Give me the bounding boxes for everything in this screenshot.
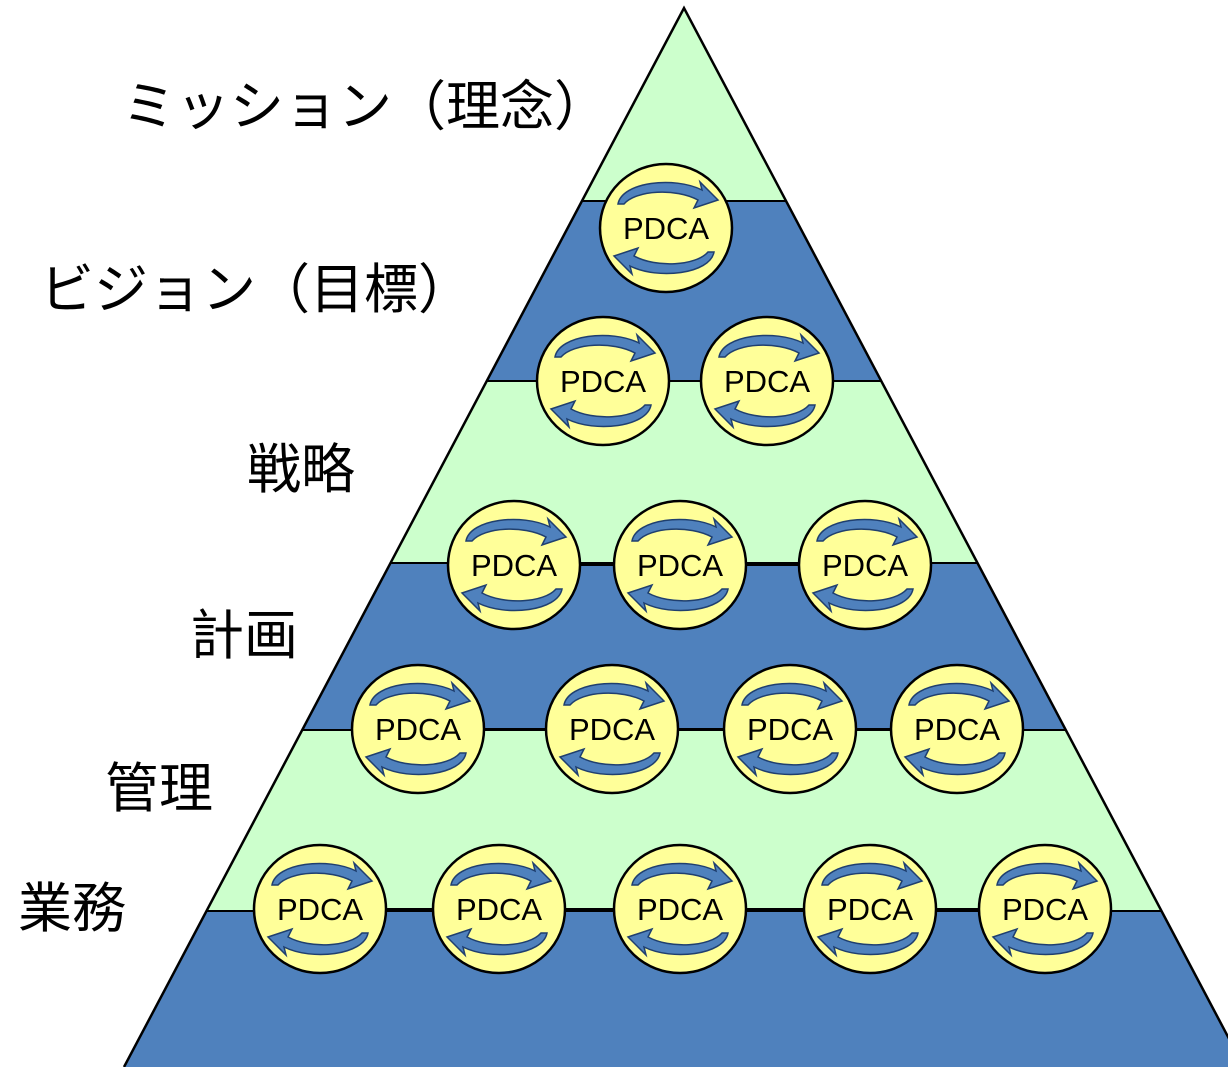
pdca-node-label: PDCA [471,548,557,583]
pdca-node-label: PDCA [747,712,833,747]
pdca-node-label: PDCA [560,364,646,399]
pdca-node: PDCA [252,843,388,975]
level-label-strategy: 戦略 [247,438,355,501]
pdca-node-label: PDCA [1002,892,1088,927]
pdca-node: PDCA [544,663,680,795]
cycle-arrows-icon [811,516,919,614]
pdca-node: PDCA [722,663,858,795]
pdca-node: PDCA [446,499,582,631]
band-operations [124,911,1228,1067]
level-label-plan: 計画 [190,604,298,667]
level-label-vision: ビジョン（目標） [40,258,472,321]
pdca-node: PDCA [535,315,671,447]
cycle-arrows-icon [612,179,720,277]
band-mission [581,8,787,201]
pdca-node-label: PDCA [637,892,723,927]
cycle-arrows-icon [460,516,568,614]
pdca-node-label: PDCA [277,892,363,927]
cycle-arrows-icon [736,680,844,778]
pdca-node: PDCA [350,663,486,795]
pdca-node: PDCA [802,843,938,975]
cycle-arrows-icon [816,860,924,958]
pdca-node: PDCA [699,315,835,447]
pdca-node: PDCA [612,843,748,975]
pdca-node: PDCA [431,843,567,975]
pdca-node-label: PDCA [724,364,810,399]
pdca-node-label: PDCA [637,548,723,583]
cycle-arrows-icon [364,680,472,778]
pdca-node-label: PDCA [623,211,709,246]
pdca-node: PDCA [797,499,933,631]
cycle-arrows-icon [558,680,666,778]
pdca-node-label: PDCA [375,712,461,747]
cycle-arrows-icon [626,516,734,614]
cycle-arrows-icon [445,860,553,958]
cycle-arrows-icon [266,860,374,958]
pdca-node-label: PDCA [914,712,1000,747]
pdca-node: PDCA [889,663,1025,795]
pdca-node: PDCA [598,162,734,294]
cycle-arrows-icon [713,332,821,430]
level-label-operations: 業務 [18,877,126,940]
pdca-node-label: PDCA [827,892,913,927]
cycle-arrows-icon [903,680,1011,778]
level-label-mission: ミッション（理念） [122,75,608,138]
pdca-node-label: PDCA [456,892,542,927]
cycle-arrows-icon [991,860,1099,958]
level-label-management: 管理 [105,757,213,820]
cycle-arrows-icon [549,332,657,430]
pyramid-outline [122,5,1228,1068]
cycle-arrows-icon [626,860,734,958]
pdca-node-label: PDCA [822,548,908,583]
pdca-node: PDCA [977,843,1113,975]
pdca-node-label: PDCA [569,712,655,747]
pdca-node: PDCA [612,499,748,631]
